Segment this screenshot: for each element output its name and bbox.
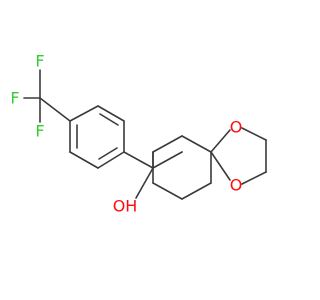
bond-cy-top-right [181, 135, 212, 153]
fluorine-bottom-label: F [35, 122, 44, 141]
benzene-ring [69, 105, 125, 169]
bond-aryl-to-cyclohexane [123, 151, 154, 169]
bond-cf3-to-ring [39, 97, 71, 122]
oxygen-lower-label: O [230, 176, 243, 195]
bond-cy-1-left-up [152, 151, 183, 169]
bond-cy-bottom-left [152, 182, 183, 200]
oxygen-upper-label: O [230, 118, 243, 137]
bond-ch2-o-lower [241, 171, 267, 185]
bond-spiro-o-lower [210, 151, 231, 181]
atom-labels: F F F O O OH [10, 52, 242, 216]
bond-c-oh [135, 167, 154, 199]
chemical-structure-diagram: F F F O O OH [10, 52, 267, 216]
bond-ar-double-b [98, 147, 118, 160]
bond-ar-4-5 [97, 151, 125, 169]
bond-ar-1-2 [69, 105, 99, 122]
bond-cy-bottom-right [181, 182, 212, 200]
fluorine-left-label: F [10, 89, 19, 108]
fluorine-top-label: F [35, 52, 44, 71]
hydroxyl-label: OH [113, 197, 138, 216]
cyclohexane-ring [152, 135, 212, 200]
trifluoromethyl-group [23, 69, 71, 123]
bond-spiro-o-upper [210, 129, 231, 153]
bond-cy-ul-top [152, 135, 183, 153]
dioxolane-ring [210, 127, 267, 185]
bond-ar-2-3 [97, 105, 125, 122]
bond-o-upper-ch2 [241, 127, 267, 141]
bond-ar-double-a [99, 113, 119, 126]
bond-ar-5-6 [69, 151, 99, 169]
